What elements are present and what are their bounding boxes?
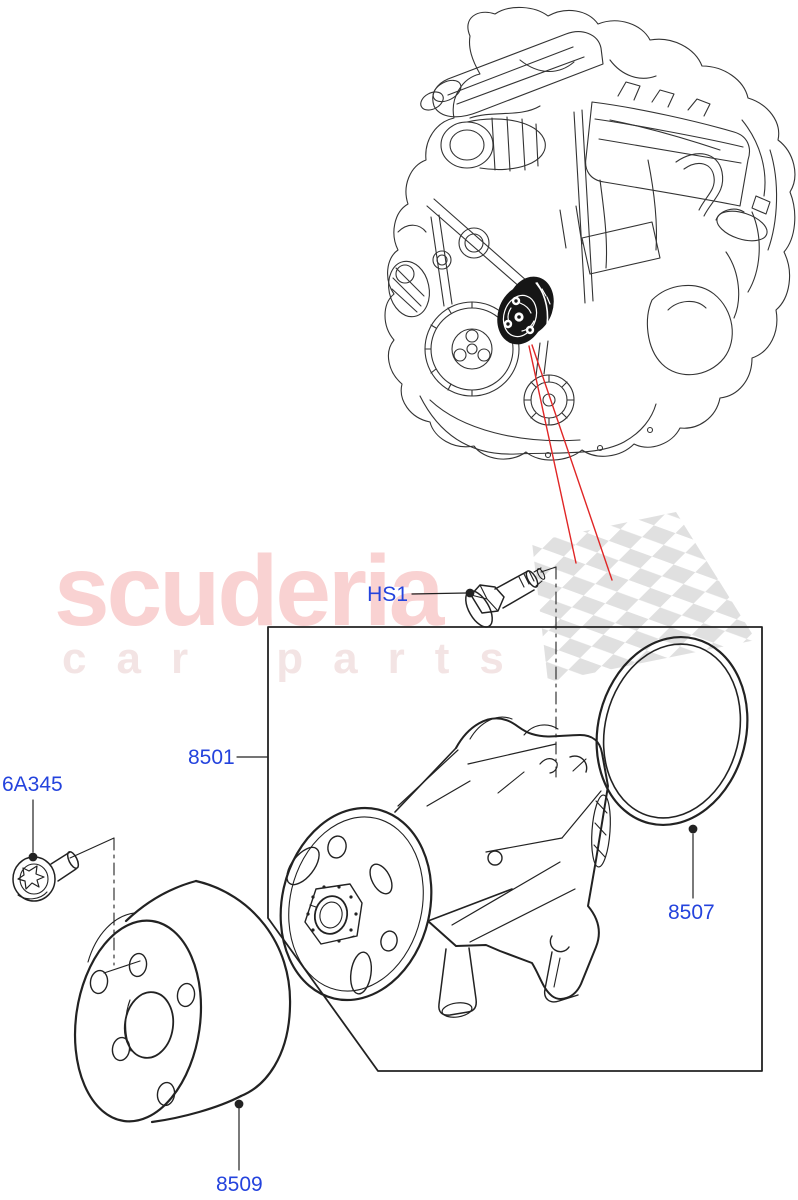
water-pump-pulley (73, 879, 292, 1124)
part-label-8501[interactable]: 8501 (188, 746, 235, 769)
part-label-hs1[interactable]: HS1 (367, 583, 408, 606)
brand-watermark: scuderia (54, 535, 444, 647)
callout-dot-8509 (234, 1099, 244, 1109)
callout-leader-lines (32, 592, 694, 1171)
torx-bolt-6a345 (12, 850, 80, 902)
water-pump-assembly (279, 716, 611, 1018)
part-label-8509[interactable]: 8509 (216, 1173, 263, 1196)
brand-watermark-tagline: car parts (62, 634, 534, 683)
o-ring-gasket (595, 635, 749, 827)
highlighted-water-pump-location (497, 276, 554, 345)
assembly-boundary-box (267, 626, 763, 1072)
engine-illustration (384, 6, 796, 461)
hex-flange-bolt-hs1 (465, 567, 546, 628)
part-label-8507[interactable]: 8507 (668, 901, 715, 924)
red-callout-line-left (528, 345, 577, 564)
red-callout-line-right (531, 344, 613, 581)
callout-dot-8507 (688, 824, 698, 834)
part-label-6a345[interactable]: 6A345 (2, 773, 63, 796)
callout-dot-6a345 (28, 852, 38, 862)
callout-dot-hs1 (465, 588, 475, 598)
